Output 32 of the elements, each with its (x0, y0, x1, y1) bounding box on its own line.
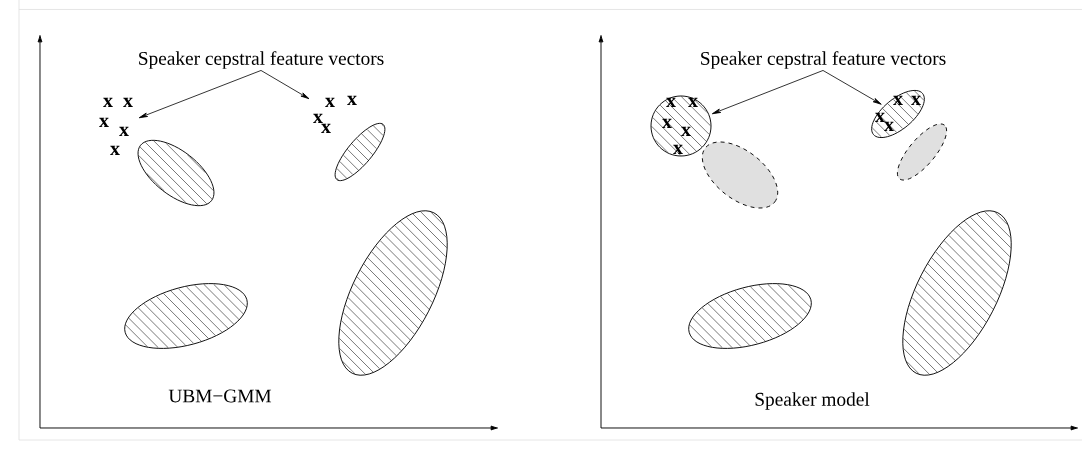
hatched-ellipse (137, 139, 215, 207)
hatched-ellipse (902, 210, 1012, 376)
x-mark: x (681, 126, 691, 136)
hatched-ellipse (124, 283, 248, 349)
x-mark: x (103, 97, 113, 107)
x-mark: x (662, 118, 672, 128)
x-mark: x (313, 113, 323, 123)
arrow (138, 70, 262, 119)
x-mark: x (673, 144, 683, 154)
x-mark: x (893, 95, 903, 105)
x-mark: x (99, 117, 109, 127)
hatched-ellipse (338, 210, 448, 376)
x-mark: x (884, 121, 894, 131)
x-mark: x (688, 97, 698, 107)
caption-text: Speaker cepstral feature vectors (139, 51, 384, 69)
x-mark: x (666, 97, 676, 107)
hatched-ellipse (334, 122, 386, 182)
x-mark: x (119, 126, 129, 136)
panel-label: UBM−GMM (168, 389, 272, 403)
arrow (822, 70, 882, 105)
x-mark: x (347, 95, 357, 105)
arrow (711, 70, 824, 115)
x-mark: x (321, 123, 331, 133)
hatched-ellipse (688, 283, 812, 349)
panel-label: Speaker model (755, 392, 870, 410)
x-mark: x (325, 97, 335, 107)
arrow (260, 70, 310, 100)
x-mark: x (110, 145, 120, 155)
x-mark: x (875, 112, 885, 122)
x-mark: x (123, 97, 133, 107)
x-mark: x (911, 95, 921, 105)
caption-text: Speaker cepstral feature vectors (701, 51, 946, 69)
